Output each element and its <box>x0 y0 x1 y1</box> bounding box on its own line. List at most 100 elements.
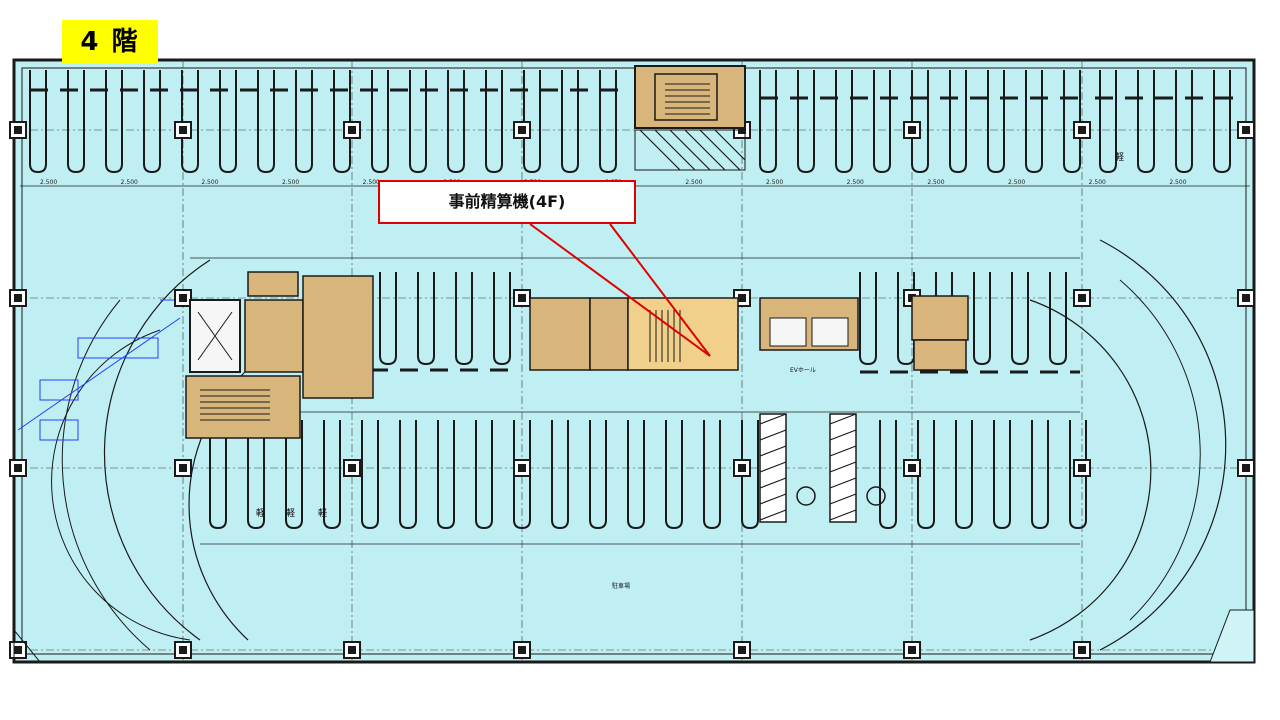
callout-leader <box>529 223 711 357</box>
parking-stall-line <box>955 420 973 530</box>
parking-stall-line <box>1049 272 1067 366</box>
column-core <box>179 294 187 302</box>
parking-stall-line <box>437 420 455 530</box>
svg-text:駐車場: 駐車場 <box>612 582 630 590</box>
column-core <box>1078 646 1086 654</box>
dimension-label: 2.500 <box>1008 179 1025 186</box>
parking-stall-line <box>257 70 275 174</box>
column-core <box>1078 294 1086 302</box>
parking-stall-line <box>551 420 569 530</box>
column-core <box>348 126 356 134</box>
dimension-label: 2.500 <box>1169 179 1186 186</box>
column-core <box>179 126 187 134</box>
dimension-label: 2.500 <box>363 179 380 186</box>
corner-detail <box>1209 609 1255 663</box>
parking-stall-line <box>589 420 607 530</box>
column-core <box>518 126 526 134</box>
parking-stall-line <box>759 70 777 174</box>
column-core <box>14 464 22 472</box>
column-core <box>738 294 746 302</box>
dimension-label: 2.500 <box>201 179 218 186</box>
wheelchair-icon <box>866 486 886 506</box>
parking-stall-line <box>859 272 877 366</box>
parking-stall-line <box>455 272 473 366</box>
column-core <box>518 294 526 302</box>
column-core <box>518 646 526 654</box>
parking-stalls-lower <box>209 420 1087 530</box>
column-core <box>908 464 916 472</box>
parking-stall-line <box>987 70 1005 174</box>
column-core <box>14 126 22 134</box>
parking-stalls-top <box>29 70 1231 174</box>
column-core <box>179 646 187 654</box>
parking-stall-line <box>409 70 427 174</box>
parking-stall-line <box>1175 70 1193 174</box>
dimension-label: 2.500 <box>121 179 138 186</box>
dimension-label: 2.500 <box>685 179 702 186</box>
parking-stall-line <box>285 420 303 530</box>
dimension-label: 2.500 <box>1089 179 1106 186</box>
dimension-label: 2.500 <box>766 179 783 186</box>
column-core <box>348 646 356 654</box>
wheelchair-icon <box>796 486 816 506</box>
parking-stall-line <box>703 420 721 530</box>
parking-stall-line <box>1099 70 1117 174</box>
ramp-curves <box>51 239 1227 651</box>
parking-stall-line <box>1213 70 1231 174</box>
parking-stall-line <box>105 70 123 174</box>
parking-stall-line <box>29 70 47 174</box>
svg-text:EVホール: EVホール <box>790 367 816 374</box>
parking-stall-line <box>67 70 85 174</box>
parking-stall-line <box>627 420 645 530</box>
parking-stall-line <box>209 420 227 530</box>
column-core <box>908 646 916 654</box>
dimension-label: 2.500 <box>40 179 57 186</box>
column-core <box>348 464 356 472</box>
parking-stall-line <box>399 420 417 530</box>
parking-stall-line <box>523 70 541 174</box>
column-core <box>1078 126 1086 134</box>
parking-stall-line <box>917 420 935 530</box>
parking-stall-line <box>1011 272 1029 366</box>
parking-stall-line <box>741 420 759 530</box>
accessible-parking <box>759 413 886 523</box>
parking-stall-line <box>323 420 341 530</box>
column-core <box>738 464 746 472</box>
parking-stall-line <box>561 70 579 174</box>
parking-stall-line <box>181 70 199 174</box>
parking-stall-line <box>879 420 897 530</box>
core-top <box>634 65 746 171</box>
parking-stall-line <box>447 70 465 174</box>
prepayment-machine-callout: 事前精算機(4F) <box>378 180 636 224</box>
parking-stall-line <box>1031 420 1049 530</box>
parking-stall-line <box>247 420 265 530</box>
corner-detail <box>13 628 42 663</box>
dimension-label: 2.500 <box>927 179 944 186</box>
parking-stall-line <box>1137 70 1155 174</box>
parking-stall-line <box>949 70 967 174</box>
column-core <box>1242 126 1250 134</box>
parking-stall-line <box>911 70 929 174</box>
ramp-guides-left <box>17 299 181 441</box>
core-center <box>529 295 969 371</box>
parking-stall-line <box>599 70 617 174</box>
svg-text:軽: 軽 <box>318 508 327 519</box>
parking-stall-line <box>493 272 511 366</box>
parking-stall-line <box>371 70 389 174</box>
parking-stall-line <box>361 420 379 530</box>
parking-stall-line <box>665 420 683 530</box>
parking-stall-line <box>973 272 991 366</box>
column-core <box>1242 294 1250 302</box>
column-core <box>14 294 22 302</box>
dimension-label: 2.500 <box>847 179 864 186</box>
parking-stall-line <box>485 70 503 174</box>
parking-stall-line <box>143 70 161 174</box>
svg-text:軽: 軽 <box>1115 152 1124 163</box>
floor-label: 4 階 <box>62 20 158 64</box>
column-core <box>14 646 22 654</box>
parking-stall-line <box>873 70 891 174</box>
parking-stall-line <box>1025 70 1043 174</box>
parking-stall-line <box>333 70 351 174</box>
parking-stall-line <box>993 420 1011 530</box>
